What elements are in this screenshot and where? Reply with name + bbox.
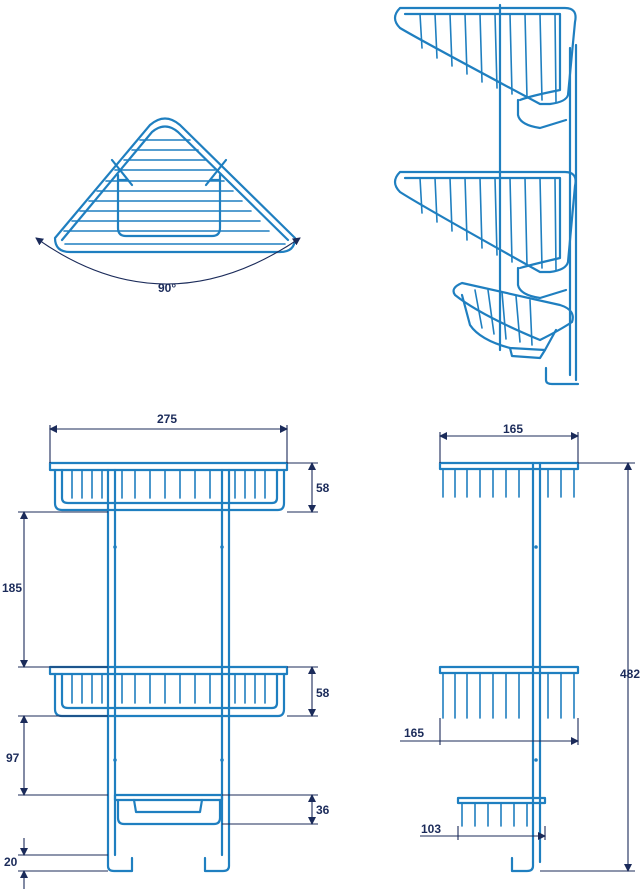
- perspective-view: [393, 3, 580, 386]
- side-view: [400, 432, 635, 873]
- side-middle-depth-label: 165: [404, 726, 425, 740]
- side-total-height-label: 482: [620, 667, 641, 681]
- front-width-label: 275: [157, 412, 178, 426]
- front-top-basket-height-label: 58: [316, 481, 330, 495]
- angle-label: 90°: [158, 281, 177, 295]
- side-top-depth-label: 165: [503, 422, 524, 436]
- front-hook-height-label: 20: [4, 855, 18, 869]
- front-top-gap-label: 185: [2, 581, 23, 595]
- top-view: [35, 117, 301, 285]
- front-bottom-gap-label: 97: [6, 751, 20, 765]
- front-small-basket-height-label: 36: [316, 803, 330, 817]
- front-view: [18, 425, 318, 889]
- front-middle-basket-height-label: 58: [316, 686, 330, 700]
- side-small-depth-label: 103: [421, 822, 442, 836]
